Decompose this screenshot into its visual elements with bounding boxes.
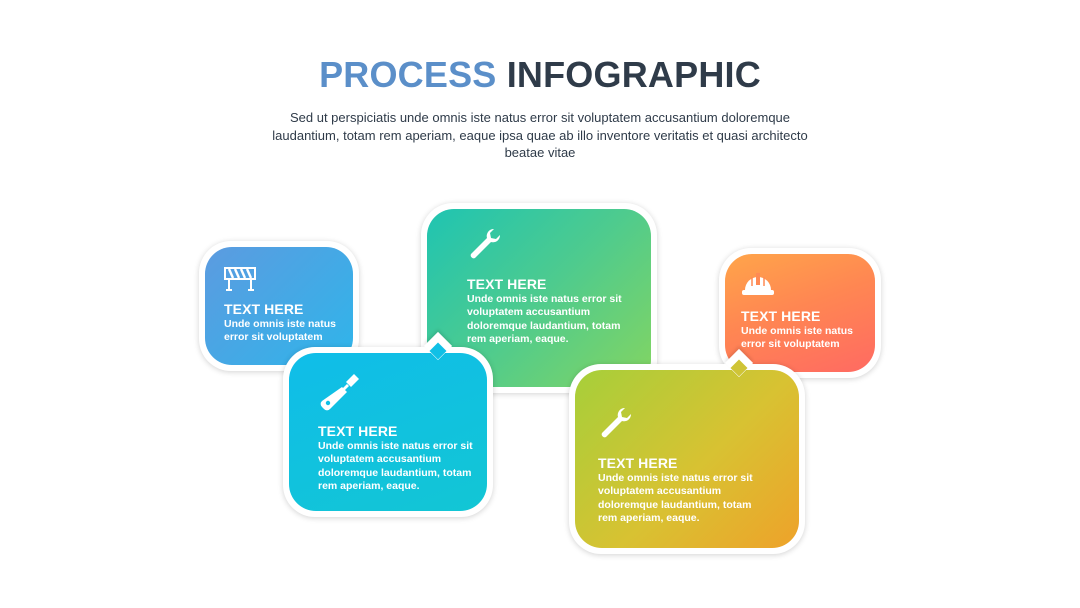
title-accent-word: PROCESS	[319, 54, 497, 95]
step-2-content: TEXT HERE Unde omnis iste natus error si…	[318, 372, 478, 494]
step-3-content: TEXT HERE Unde omnis iste natus error si…	[467, 226, 627, 347]
step-1-content: TEXT HERE Unde omnis iste natus error si…	[224, 266, 346, 345]
step-card-2	[283, 347, 493, 517]
step-5-content: TEXT HERE Unde omnis iste natus error si…	[741, 268, 865, 352]
step-card-4-fill	[575, 370, 799, 548]
barrier-icon	[224, 266, 346, 297]
step-card-5	[719, 248, 881, 378]
step-card-1	[199, 241, 359, 371]
step-4-heading: TEXT HERE	[598, 455, 678, 471]
wrench-icon	[467, 226, 627, 267]
screwdriver-icon	[318, 372, 478, 419]
step-3-heading: TEXT HERE	[467, 276, 547, 292]
page-subtitle: Sed ut perspiciatis unde omnis iste natu…	[272, 110, 808, 160]
wrench-icon	[598, 405, 768, 446]
step-5-body: Unde omnis iste natus error sit voluptat…	[741, 325, 854, 351]
step-card-2-fill	[289, 353, 487, 511]
step-card-1-fill	[205, 247, 353, 365]
step-card-4	[569, 364, 805, 554]
step-3-body: Unde omnis iste natus error sit voluptat…	[467, 293, 622, 346]
step-2-heading: TEXT HERE	[318, 423, 398, 439]
step-5-heading: TEXT HERE	[741, 308, 821, 324]
step-1-body: Unde omnis iste natus error sit voluptat…	[224, 318, 337, 344]
step-1-heading: TEXT HERE	[224, 301, 304, 317]
step-4-content: TEXT HERE Unde omnis iste natus error si…	[598, 405, 768, 526]
page-title: PROCESS INFOGRAPHIC	[0, 54, 1080, 96]
step-2-body: Unde omnis iste natus error sit voluptat…	[318, 440, 473, 493]
hard-hat-icon	[741, 268, 865, 305]
step-4-body: Unde omnis iste natus error sit voluptat…	[598, 472, 753, 525]
step-card-5-fill	[725, 254, 875, 372]
title-main-word: INFOGRAPHIC	[506, 54, 761, 95]
